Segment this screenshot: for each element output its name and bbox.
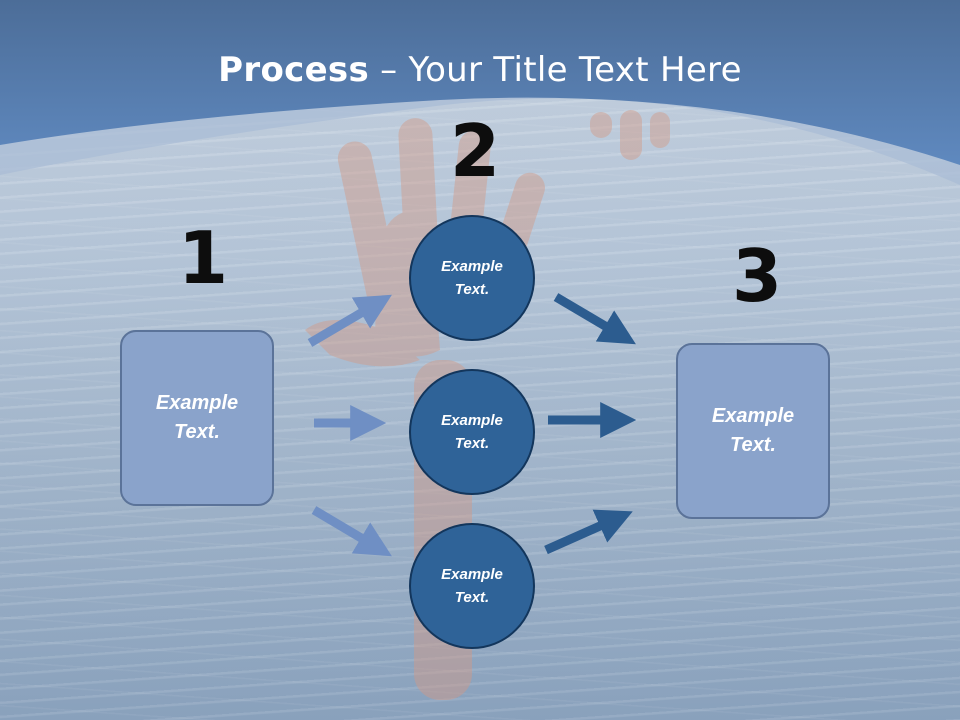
arrow-top-to-right — [553, 293, 636, 345]
circle-bottom-line1: Example — [441, 566, 503, 583]
step-number-2: 2 — [450, 109, 501, 193]
step-number-1: 1 — [178, 216, 229, 300]
circle-bottom: Example Text. — [409, 523, 535, 649]
circle-top-line2: Text. — [454, 281, 490, 298]
right-box-line1: Example — [711, 405, 795, 427]
left-example-box: Example Text. — [120, 330, 274, 506]
right-box-line2: Text. — [730, 434, 776, 456]
circle-top: Example Text. — [409, 215, 535, 341]
title-rest: – Your Title Text Here — [369, 50, 742, 90]
slide-title: Process – Your Title Text Here — [0, 50, 960, 90]
header-band — [0, 0, 960, 185]
arrow-left-to-top — [307, 294, 392, 347]
title-bold: Process — [218, 50, 370, 90]
arrow-bottom-to-right — [544, 509, 633, 555]
left-box-line2: Text. — [174, 421, 220, 443]
circle-middle-line1: Example — [441, 412, 503, 429]
right-example-box: Example Text. — [676, 343, 830, 519]
step-number-3: 3 — [732, 234, 783, 318]
circle-middle: Example Text. — [409, 369, 535, 495]
left-box-line1: Example — [155, 392, 239, 414]
circle-top-line1: Example — [441, 258, 503, 275]
circle-middle-line2: Text. — [454, 435, 490, 452]
circle-bottom-line2: Text. — [454, 589, 490, 606]
arrow-left-to-bottom — [311, 506, 392, 557]
